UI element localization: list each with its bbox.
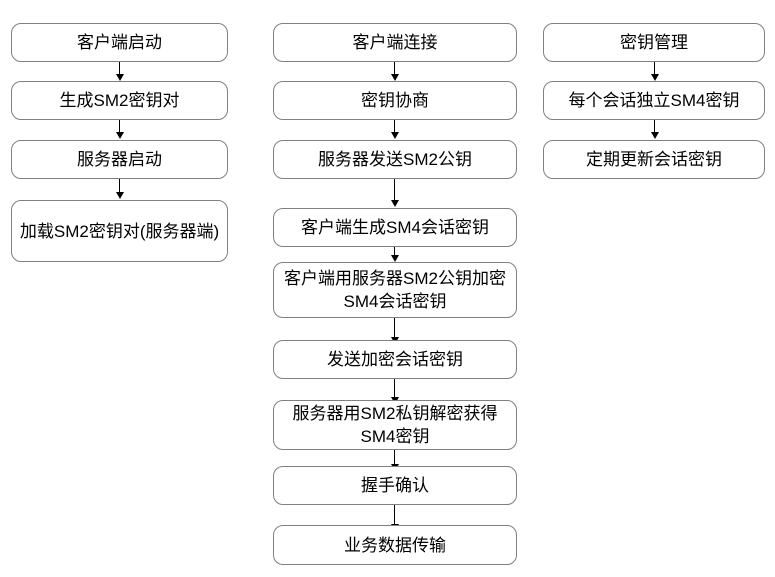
flow-node-label: 服务器启动	[77, 150, 162, 169]
flow-node-c1n3[interactable]: 服务器启动	[11, 140, 228, 179]
flow-node-label: 服务器用SM2私钥解密获得SM4密钥	[292, 404, 498, 446]
flow-node-label: 客户端启动	[77, 33, 162, 52]
flow-node-c1n4[interactable]: 加载SM2密钥对(服务器端)	[11, 200, 228, 262]
flow-node-c2n4[interactable]: 客户端生成SM4会话密钥	[273, 208, 517, 247]
flow-node-c1n1[interactable]: 客户端启动	[11, 23, 228, 62]
flow-node-c2n5[interactable]: 客户端用服务器SM2公钥加密SM4会话密钥	[273, 262, 517, 318]
flow-node-label: 密钥管理	[620, 33, 688, 52]
flow-node-label: 客户端生成SM4会话密钥	[301, 218, 489, 237]
flow-node-label: 握手确认	[361, 476, 429, 495]
flow-node-c2n9[interactable]: 业务数据传输	[273, 525, 517, 565]
flow-node-c2n6[interactable]: 发送加密会话密钥	[273, 340, 517, 379]
flow-node-c2n2[interactable]: 密钥协商	[273, 81, 517, 120]
flow-node-label: 定期更新会话密钥	[586, 150, 722, 169]
flow-node-label: 密钥协商	[361, 91, 429, 110]
flow-node-c2n8[interactable]: 握手确认	[273, 466, 517, 505]
flow-node-c2n7[interactable]: 服务器用SM2私钥解密获得SM4密钥	[273, 400, 517, 450]
flow-node-label: 生成SM2密钥对	[59, 91, 180, 110]
flow-node-c3n1[interactable]: 密钥管理	[543, 23, 765, 62]
flow-node-label: 加载SM2密钥对(服务器端)	[19, 221, 220, 241]
flow-node-label: 发送加密会话密钥	[327, 350, 463, 369]
flow-node-label: 每个会话独立SM4密钥	[568, 91, 740, 110]
flow-node-label: 服务器发送SM2公钥	[318, 150, 472, 169]
flow-node-label: 业务数据传输	[344, 535, 446, 555]
flow-node-label: 客户端用服务器SM2公钥加密SM4会话密钥	[284, 269, 506, 311]
flow-node-c1n2[interactable]: 生成SM2密钥对	[11, 81, 228, 120]
flow-node-c2n1[interactable]: 客户端连接	[273, 23, 517, 62]
flow-node-c3n2[interactable]: 每个会话独立SM4密钥	[543, 81, 765, 120]
flow-node-c2n3[interactable]: 服务器发送SM2公钥	[273, 140, 517, 179]
flow-node-c3n3[interactable]: 定期更新会话密钥	[543, 140, 765, 179]
flow-node-label: 客户端连接	[352, 33, 438, 52]
